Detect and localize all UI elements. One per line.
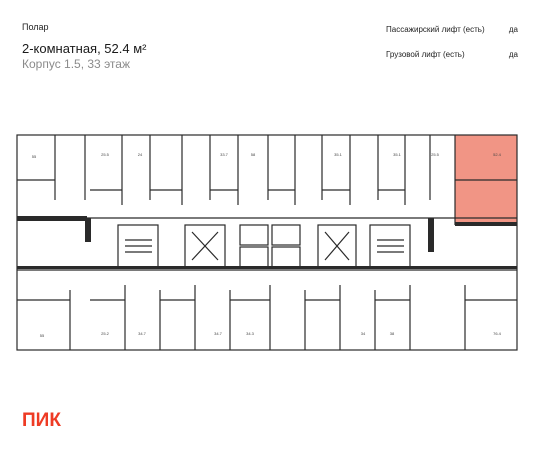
- elevator-shaft: [239, 246, 269, 268]
- elevator-shaft: [271, 246, 301, 268]
- elevator-shaft: [271, 224, 301, 246]
- area-label: 55: [32, 154, 37, 159]
- area-label: 34.7: [138, 331, 147, 336]
- area-label: 55: [40, 333, 45, 338]
- area-label: 25.5: [101, 152, 110, 157]
- elevator-mark: [324, 231, 350, 261]
- spec-passenger-lift: Пассажирский лифт (есть) да: [386, 25, 518, 34]
- spec-label: Грузовой лифт (есть): [386, 50, 465, 59]
- area-label: 33.7: [220, 152, 229, 157]
- building-outline: [16, 134, 518, 351]
- pik-logo: ПИК: [22, 410, 61, 428]
- area-label: 76.4: [493, 331, 502, 336]
- structural-wall: [85, 218, 91, 242]
- area-label: 38: [390, 331, 395, 336]
- apartment-title: 2-комнатная, 52.4 м²: [22, 41, 147, 56]
- area-label: 25.5: [431, 152, 440, 157]
- spec-freight-lift: Грузовой лифт (есть) да: [386, 50, 518, 59]
- spec-value: да: [508, 25, 518, 34]
- area-label-selected: 52.4: [493, 152, 502, 157]
- structural-wall: [428, 218, 434, 252]
- apartment-subtitle: Корпус 1.5, 33 этаж: [22, 57, 130, 71]
- area-label: 34: [361, 331, 366, 336]
- area-label: 35.1: [393, 152, 402, 157]
- project-name: Полар: [22, 22, 49, 32]
- area-label: 25.2: [101, 331, 110, 336]
- structural-wall: [17, 266, 517, 269]
- area-label: 34.3: [246, 331, 255, 336]
- elevator-shaft: [239, 224, 269, 246]
- spec-label: Пассажирский лифт (есть): [386, 25, 485, 34]
- structural-wall: [455, 222, 517, 226]
- elevator-mark: [191, 231, 219, 261]
- area-label: 35.1: [334, 152, 343, 157]
- structural-wall: [17, 216, 87, 221]
- area-label: 24: [138, 152, 143, 157]
- logo-text: ПИК: [22, 410, 61, 428]
- spec-value: да: [508, 50, 518, 59]
- area-label: 34.7: [214, 331, 223, 336]
- area-label: 58: [251, 152, 256, 157]
